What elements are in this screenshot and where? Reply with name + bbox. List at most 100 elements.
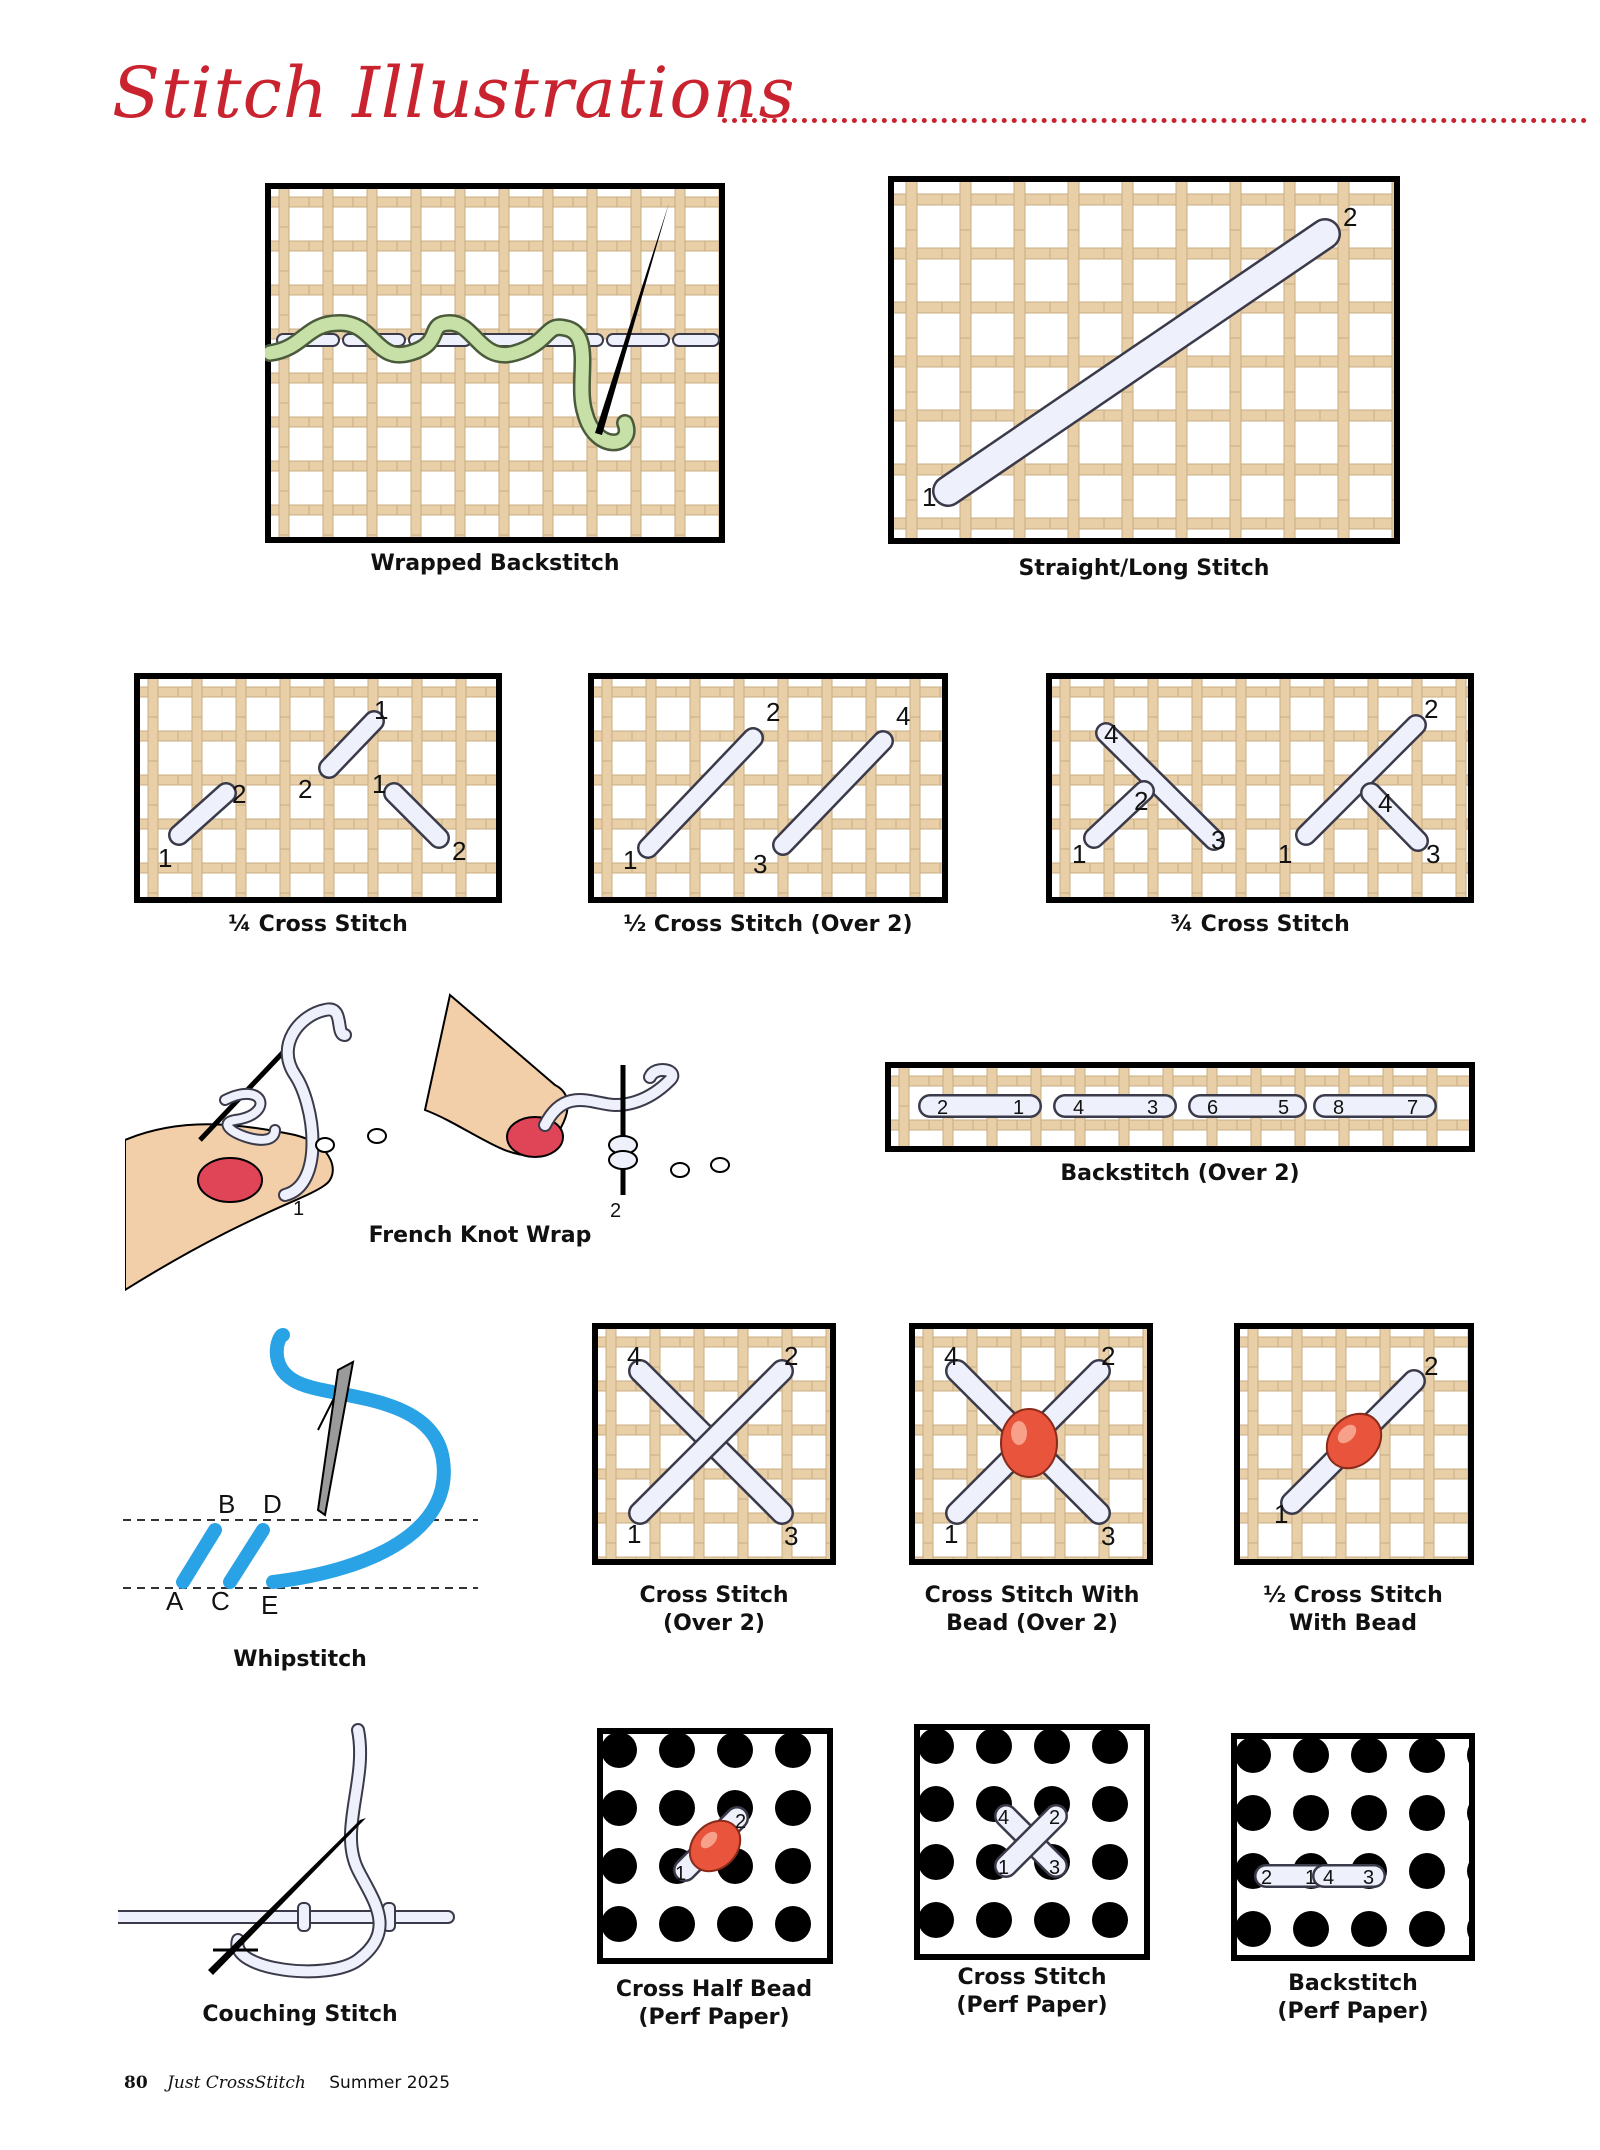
label-5: 5: [1278, 1097, 1289, 1119]
label-2: 2: [1343, 202, 1357, 232]
backstitch-over2-figure: 2 1 4 3 6 5 8 7: [885, 1062, 1475, 1152]
label-2: 2: [1134, 786, 1148, 816]
issue-date: Summer 2025: [329, 2073, 451, 2093]
wrapped-backstitch-illustration: [265, 183, 725, 543]
label-1: 1: [1013, 1097, 1024, 1119]
label-1: 1: [944, 1519, 958, 1549]
caption-line-1: Cross Stitch: [957, 1965, 1107, 1990]
caption-line-1: Cross Stitch: [639, 1583, 789, 1608]
page-header: Stitch Illustrations: [112, 52, 1587, 142]
label-2: 2: [1261, 1867, 1272, 1889]
backstitch-over2-illustration: 2 1 4 3 6 5 8 7: [885, 1062, 1475, 1152]
label-1: 1: [1278, 839, 1292, 869]
page-number: 80: [124, 2073, 148, 2093]
label-3: 3: [1211, 825, 1225, 855]
label-1: 1: [922, 482, 936, 512]
cross-stitch-bead-figure: 4 2 1 3: [909, 1323, 1153, 1565]
couching-stitch-illustration: [118, 1723, 455, 1979]
caption-half-cross-stitch: ½ Cross Stitch (Over 2): [623, 912, 913, 937]
label-1: 1: [374, 695, 388, 725]
caption-wrapped-backstitch: Wrapped Backstitch: [370, 551, 620, 576]
caption-line-2: (Over 2): [663, 1611, 765, 1636]
label-1: 1: [627, 1519, 641, 1549]
half-cross-stitch-figure: 1 2 3 4: [588, 673, 948, 903]
label-2: 2: [735, 1811, 746, 1833]
label-2: 2: [1049, 1807, 1060, 1829]
caption-backstitch-perf: Backstitch (Perf Paper): [1203, 1970, 1503, 2026]
label-7: 7: [1407, 1097, 1418, 1119]
whipstitch-figure: B D A C E: [123, 1320, 483, 1630]
label-6: 6: [1207, 1097, 1218, 1119]
french-knot-wrap-figure: 1 2: [125, 985, 755, 1295]
wrapped-backstitch-figure: [265, 183, 725, 543]
quarter-cross-stitch-figure: 1 2 2 1 1 2: [134, 673, 502, 903]
magazine-name: Just CrossStitch: [167, 2073, 306, 2093]
backstitch-perf-figure: 2 1 4 3: [1231, 1733, 1475, 1961]
label-2: 2: [298, 774, 312, 804]
label-3: 3: [784, 1521, 798, 1551]
caption-straight-long-stitch: Straight/Long Stitch: [1018, 556, 1270, 581]
label-8: 8: [1333, 1097, 1344, 1119]
cross-stitch-perf-illustration: 4 2 1 3: [914, 1724, 1150, 1960]
label-4: 4: [1073, 1097, 1084, 1119]
label-2: 2: [610, 1200, 621, 1222]
french-knot-wrap-illustration: 1 2: [125, 993, 730, 1292]
caption-line-1: Cross Half Bead: [615, 1977, 813, 2002]
caption-half-cross-bead: ½ Cross Stitch With Bead: [1203, 1582, 1503, 1638]
label-2: 2: [1101, 1341, 1115, 1371]
label-1: 1: [998, 1857, 1009, 1879]
caption-line-1: Cross Stitch With: [924, 1583, 1140, 1608]
label-D: D: [263, 1489, 282, 1519]
label-E: E: [261, 1590, 278, 1620]
label-4: 4: [944, 1341, 958, 1371]
cross-stitch-perf-figure: 4 2 1 3: [914, 1724, 1150, 1960]
couching-stitch-figure: [118, 1720, 458, 2000]
caption-line-1: ½ Cross Stitch: [1263, 1583, 1443, 1608]
title-dotted-rule: [722, 118, 1587, 123]
label-4: 4: [627, 1341, 641, 1371]
label-4: 4: [1104, 719, 1118, 749]
caption-couching-stitch: Couching Stitch: [202, 2002, 398, 2027]
page-title: Stitch Illustrations: [112, 52, 796, 134]
half-cross-bead-figure: 2 1: [1234, 1323, 1474, 1565]
caption-french-knot-wrap: French Knot Wrap: [368, 1223, 592, 1248]
straight-long-stitch-figure: 1 2: [888, 176, 1400, 544]
caption-line-2: (Perf Paper): [956, 1993, 1108, 2018]
cross-stitch-over2-illustration: 4 2 1 3: [592, 1323, 836, 1565]
cross-half-bead-perf-figure: 2 1: [597, 1728, 833, 1964]
label-4: 4: [1378, 788, 1392, 818]
label-3: 3: [1101, 1521, 1115, 1551]
straight-long-stitch-illustration: 1 2: [888, 176, 1400, 544]
caption-cross-stitch-perf: Cross Stitch (Perf Paper): [882, 1964, 1182, 2020]
label-4: 4: [998, 1807, 1009, 1829]
label-2: 2: [232, 779, 246, 809]
label-1: 1: [372, 769, 386, 799]
half-cross-stitch-illustration: 1 2 3 4: [588, 673, 948, 903]
cross-half-bead-perf-illustration: 2 1: [597, 1728, 833, 1964]
label-3: 3: [1363, 1867, 1374, 1889]
label-4: 4: [1323, 1867, 1334, 1889]
label-3: 3: [753, 849, 767, 879]
label-2: 2: [1424, 1351, 1438, 1381]
label-3: 3: [1426, 839, 1440, 869]
label-2: 2: [937, 1097, 948, 1119]
label-2: 2: [766, 697, 780, 727]
label-1: 1: [293, 1198, 304, 1220]
label-B: B: [218, 1489, 235, 1519]
whipstitch-illustration: B D A C E: [123, 1328, 478, 1620]
label-1: 1: [1072, 839, 1086, 869]
label-1: 1: [675, 1863, 686, 1885]
caption-cross-stitch-bead: Cross Stitch With Bead (Over 2): [882, 1582, 1182, 1638]
label-2: 2: [1424, 694, 1438, 724]
quarter-cross-stitch-illustration: 1 2 2 1 1 2: [134, 673, 502, 903]
caption-cross-half-bead-perf: Cross Half Bead (Perf Paper): [564, 1976, 864, 2032]
caption-line-2: (Perf Paper): [638, 2005, 790, 2030]
label-3: 3: [1147, 1097, 1158, 1119]
label-2: 2: [784, 1341, 798, 1371]
caption-backstitch-over2: Backstitch (Over 2): [1060, 1161, 1300, 1186]
label-C: C: [211, 1586, 230, 1616]
caption-line-2: With Bead: [1289, 1611, 1417, 1636]
three-quarter-cross-stitch-illustration: 4 2 1 3 2 4 1 3: [1046, 673, 1474, 903]
caption-cross-stitch-over2: Cross Stitch (Over 2): [564, 1582, 864, 1638]
caption-three-quarter-cross-stitch: ¾ Cross Stitch: [1170, 912, 1350, 937]
